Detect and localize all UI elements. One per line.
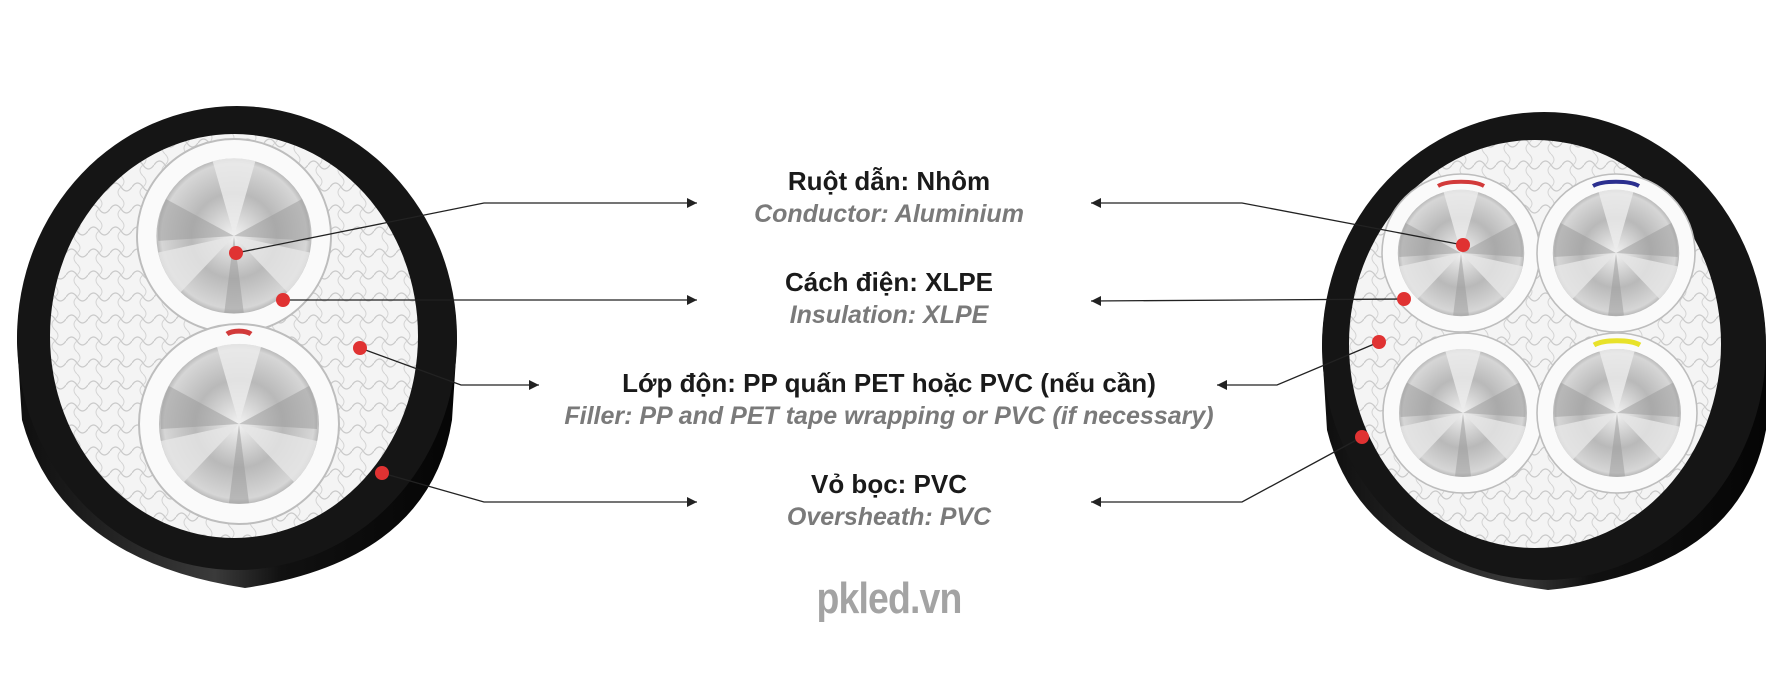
filler-label-en: Filler: PP and PET tape wrapping or PVC … xyxy=(564,402,1214,430)
two-core-cable xyxy=(17,106,457,589)
filler-label-vi: Lớp độn: PP quấn PET hoặc PVC (nếu cần) xyxy=(622,368,1156,398)
leader-lines xyxy=(235,202,1464,503)
conductor-label-vi: Ruột dẫn: Nhôm xyxy=(787,166,991,196)
conductor-label-en: Conductor: Aluminium xyxy=(754,200,1024,228)
four-core-cable xyxy=(1322,112,1766,590)
watermark: pkled.vn xyxy=(816,574,963,623)
arrowheads xyxy=(529,198,1227,507)
insulation-label-en: Insulation: XLPE xyxy=(789,301,989,329)
oversheath-label-en: Oversheath: PVC xyxy=(786,503,992,531)
oversheath-label-vi: Vỏ bọc: PVC xyxy=(810,469,967,499)
marker-dots xyxy=(229,238,1470,480)
insulation-label-vi: Cách điện: XLPE xyxy=(784,267,994,297)
